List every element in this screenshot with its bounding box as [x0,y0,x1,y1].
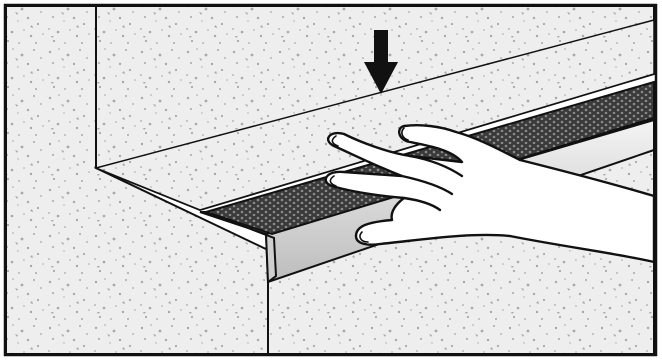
illustration-scene [0,0,662,360]
stair-nosing-illustration [0,0,662,360]
